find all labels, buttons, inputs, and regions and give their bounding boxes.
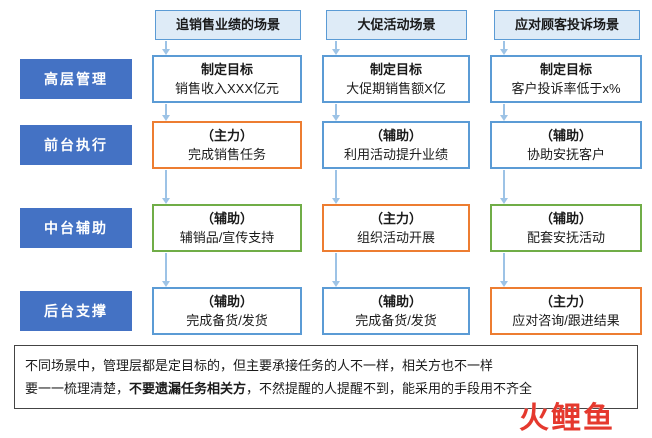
cell-task-label: 完成销售任务 [187, 147, 266, 162]
cell-middle-promotion: （主力） 组织活动开展 [322, 204, 470, 252]
flow-arrow [500, 41, 508, 55]
cell-role-label: （辅助） [539, 127, 592, 143]
cell-role-label: （主力） [539, 293, 592, 309]
flow-arrow [162, 41, 170, 55]
cell-frontline-promotion: （辅助） 利用活动提升业绩 [322, 121, 470, 169]
cell-task-label: 完成备货/发货 [186, 313, 268, 328]
cell-task-label: 配套安抚活动 [526, 230, 605, 245]
cell-backend-promotion: （辅助） 完成备货/发货 [322, 287, 470, 335]
cell-goal-promotion: 制定目标 大促期销售额X亿 [322, 55, 470, 103]
cell-backend-sales: （辅助） 完成备货/发货 [152, 287, 302, 335]
cell-role-label: 制定目标 [539, 61, 592, 77]
cell-task-label: 大促期销售额X亿 [346, 81, 446, 96]
flow-arrow [162, 170, 170, 204]
flow-arrow [500, 253, 508, 287]
cell-role-label: （辅助） [369, 293, 422, 309]
cell-task-label: 协助安抚客户 [526, 147, 605, 162]
flow-arrow [332, 170, 340, 204]
cell-role-label: （辅助） [539, 210, 592, 226]
note-line1: 不同场景中，管理层都是定目标的，但主要承接任务的人不一样，相关方也不一样 [25, 358, 494, 373]
cell-role-label: 制定目标 [369, 61, 422, 77]
flow-arrow [500, 104, 508, 121]
cell-role-label: 制定目标 [200, 61, 253, 77]
cell-task-label: 应对咨询/跟进结果 [512, 313, 620, 328]
cell-role-label: （辅助） [369, 127, 422, 143]
row-label-middle-support: 中台辅助 [20, 208, 132, 248]
cell-task-label: 组织活动开展 [356, 230, 435, 245]
note-line2: 要一一梳理清楚，不要遗漏任务相关方，不然提醒的人提醒不到，能采用的手段用不齐全 [25, 380, 533, 396]
cell-task-label: 辅销品/宣传支持 [179, 230, 275, 245]
note-box: 不同场景中，管理层都是定目标的，但主要承接任务的人不一样，相关方也不一样 要一一… [14, 345, 638, 409]
cell-goal-complaint: 制定目标 客户投诉率低于x% [490, 55, 642, 103]
row-label-top-management: 高层管理 [20, 59, 132, 99]
column-header-complaint: 应对顾客投诉场景 [494, 10, 640, 40]
row-label-backend-support: 后台支撑 [20, 291, 132, 331]
cell-task-label: 完成备货/发货 [355, 313, 437, 328]
cell-role-label: （辅助） [200, 210, 253, 226]
cell-task-label: 销售收入XXX亿元 [174, 81, 279, 96]
flow-arrow [162, 104, 170, 121]
column-header-sales-chase: 追销售业绩的场景 [155, 10, 301, 40]
cell-middle-complaint: （辅助） 配套安抚活动 [490, 204, 642, 252]
cell-role-label: （主力） [369, 210, 422, 226]
cell-middle-sales: （辅助） 辅销品/宣传支持 [152, 204, 302, 252]
row-label-frontline: 前台执行 [20, 125, 132, 165]
cell-backend-complaint: （主力） 应对咨询/跟进结果 [490, 287, 642, 335]
cell-goal-sales: 制定目标 销售收入XXX亿元 [152, 55, 302, 103]
flow-arrow [162, 253, 170, 287]
cell-role-label: （主力） [200, 127, 253, 143]
column-header-promotion: 大促活动场景 [326, 10, 467, 40]
cell-task-label: 利用活动提升业绩 [343, 147, 448, 162]
cell-frontline-sales: （主力） 完成销售任务 [152, 121, 302, 169]
cell-frontline-complaint: （辅助） 协助安抚客户 [490, 121, 642, 169]
flow-arrow [332, 41, 340, 55]
cell-role-label: （辅助） [200, 293, 253, 309]
cell-task-label: 客户投诉率低于x% [511, 81, 621, 96]
flow-arrow [332, 104, 340, 121]
flow-arrow [500, 170, 508, 204]
flow-arrow [332, 253, 340, 287]
